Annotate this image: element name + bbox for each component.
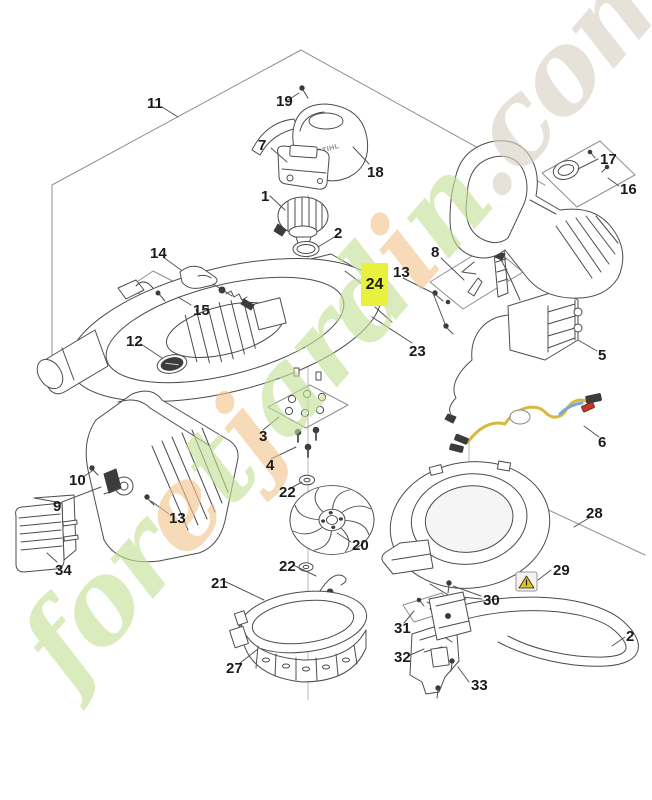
module-5-art	[444, 251, 583, 424]
part-label-7-2[interactable]: 7	[258, 137, 267, 154]
part-label-8-8[interactable]: 8	[431, 244, 440, 261]
part-label-33-33[interactable]: 33	[471, 677, 488, 694]
part-label-19-1[interactable]: 19	[276, 93, 293, 110]
part-label-24-10[interactable]: 24	[361, 263, 388, 306]
screw-19-art	[299, 85, 309, 99]
trigger-14-art	[179, 265, 255, 311]
part-label-10-21[interactable]: 10	[69, 472, 86, 489]
group-box-16	[541, 140, 636, 208]
part-label-22-26[interactable]: 22	[279, 558, 296, 575]
screw-30-art	[446, 580, 452, 594]
warning-sticker-29-art	[515, 571, 538, 592]
part-label-28-28[interactable]: 28	[586, 505, 603, 522]
fan-20-art	[289, 485, 375, 555]
part-label-16-5[interactable]: 16	[620, 181, 637, 198]
part-label-15-12[interactable]: 15	[193, 302, 210, 319]
part-label-31-31[interactable]: 31	[394, 620, 411, 637]
part-label-5-15[interactable]: 5	[598, 347, 607, 364]
part-label-22-19[interactable]: 22	[279, 484, 296, 501]
part-label-1-6[interactable]: 1	[261, 188, 270, 205]
buffers-3-art	[284, 367, 327, 418]
part-label-17-4[interactable]: 17	[600, 151, 617, 168]
part-label-27-27[interactable]: 27	[226, 660, 243, 677]
latch-8-art	[445, 248, 509, 305]
part-label-18-3[interactable]: 18	[367, 164, 384, 181]
screws-4-art	[294, 426, 320, 458]
part-label-4-18[interactable]: 4	[266, 457, 275, 474]
part-label-34-24[interactable]: 34	[55, 562, 72, 579]
part-label-9-22[interactable]: 9	[53, 498, 62, 515]
carburetor-7-art	[277, 144, 330, 190]
ring-27-art	[229, 590, 368, 683]
gasket-2-art	[292, 241, 320, 257]
handle-assembly-art	[449, 140, 624, 299]
part-label-20-20[interactable]: 20	[352, 537, 369, 554]
part-label-23-14[interactable]: 23	[409, 343, 426, 360]
part-label-21-25[interactable]: 21	[211, 575, 228, 592]
housing-28-art	[381, 460, 551, 600]
part-label-30-30[interactable]: 30	[483, 592, 500, 609]
group-box-3	[267, 384, 349, 429]
kit-15-art	[135, 281, 166, 302]
part-label-11-0[interactable]: 11	[147, 95, 163, 112]
part-label-2-34[interactable]: 2	[626, 628, 635, 645]
tube-2-art	[428, 591, 639, 667]
part-label-14-11[interactable]: 14	[150, 245, 167, 262]
part-label-6-16[interactable]: 6	[598, 434, 607, 451]
part-label-13-23[interactable]: 13	[169, 510, 186, 527]
part-label-13-9[interactable]: 13	[393, 264, 410, 281]
bracket-32-art	[409, 624, 460, 695]
switch-34-art	[15, 494, 79, 573]
badge-12-art	[156, 354, 188, 374]
grommet-16-17-art	[552, 149, 610, 180]
part-label-3-17[interactable]: 3	[259, 428, 268, 445]
screws-33-art	[435, 658, 455, 699]
housing-23-art	[36, 257, 382, 403]
part-label-32-32[interactable]: 32	[394, 649, 411, 666]
watermark-text: foretjardin.com	[0, 0, 652, 715]
part-label-2-7[interactable]: 2	[334, 225, 343, 242]
part-label-29-29[interactable]: 29	[553, 562, 570, 579]
fixings-9-10-13-art	[89, 290, 454, 506]
harness-6-art	[449, 393, 602, 453]
leader-lines	[46, 92, 626, 683]
washer-22a-art	[299, 474, 315, 486]
part-label-12-13[interactable]: 12	[126, 333, 143, 350]
